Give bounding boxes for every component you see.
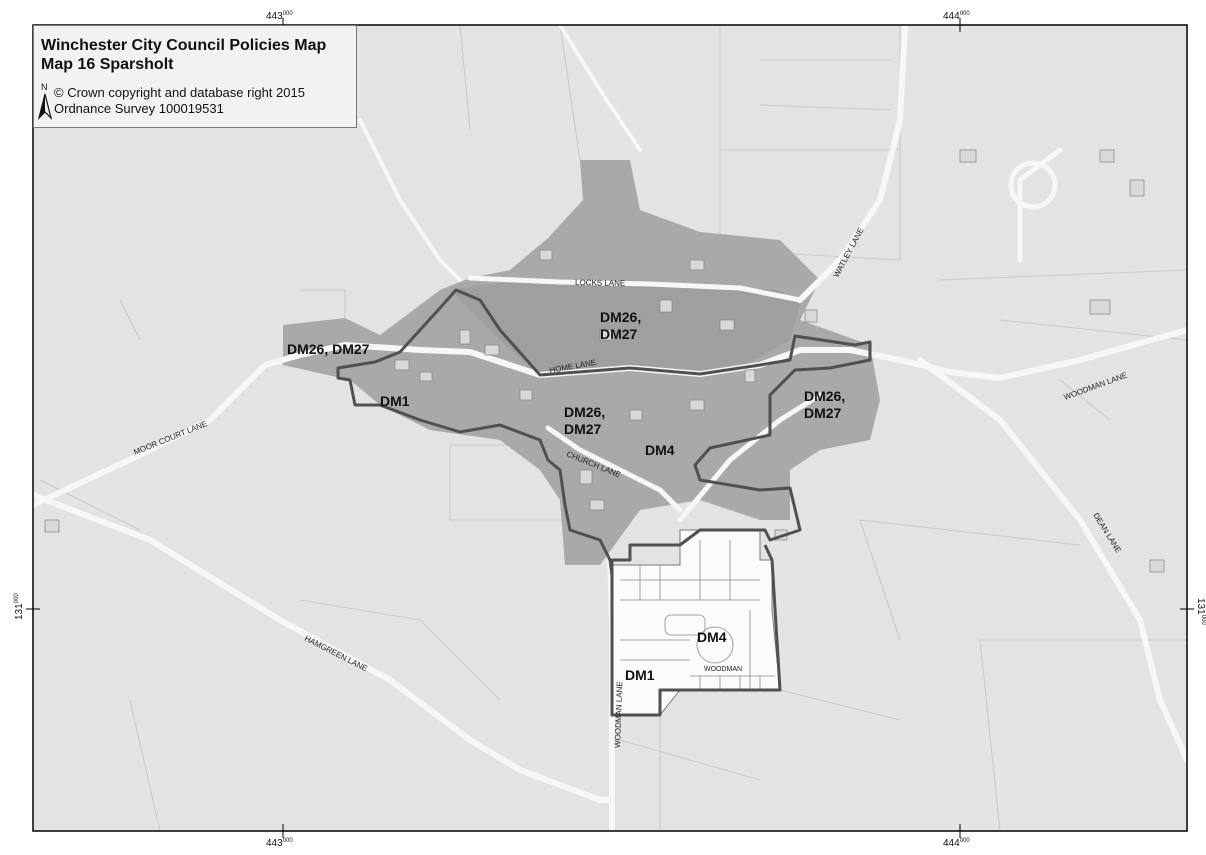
policy-label-dm26-east-line2: DM27 xyxy=(804,405,842,421)
road-label-woodman-close: WOODMAN xyxy=(704,666,742,673)
policy-label-dm26-dm27-west: DM26, DM27 xyxy=(287,341,370,357)
roads xyxy=(33,25,1187,831)
copyright-line-1: © Crown copyright and database right 201… xyxy=(54,85,305,100)
map-title: Winchester City Council Policies Map xyxy=(41,37,327,54)
grid-label-top-right: 444000 xyxy=(943,11,970,22)
policy-label-dm26-north-line2: DM27 xyxy=(600,326,638,342)
grid-label-top-left: 443000 xyxy=(266,11,293,22)
policy-label-dm1-west: DM1 xyxy=(380,393,410,409)
policy-label-dm1-south: DM1 xyxy=(625,667,655,683)
grid-label-left: 131000 xyxy=(14,593,25,620)
grid-ticks xyxy=(26,18,1194,838)
new-development-plots xyxy=(620,540,775,690)
settlement-area-north xyxy=(450,280,800,376)
policy-labels: DM26, DM27 DM26, DM27 DM26, DM27 DM26, D… xyxy=(287,309,845,683)
policy-label-dm26-center-line1: DM26, xyxy=(564,404,605,420)
policy-label-dm26-north-line1: DM26, xyxy=(600,309,641,325)
road-label-woodman-lane-south: WOODMAN LANE xyxy=(613,681,624,748)
settlement-boundaries xyxy=(336,288,872,717)
boundary-south xyxy=(610,544,782,717)
buildings xyxy=(44,149,1165,573)
grid-label-right: 131000 xyxy=(1195,598,1206,625)
policy-label-dm26-east-line1: DM26, xyxy=(804,388,845,404)
boundary-north xyxy=(336,288,872,577)
map-subtitle: Map 16 Sparsholt xyxy=(41,56,174,73)
policy-label-dm4-south: DM4 xyxy=(697,629,727,645)
policy-label-dm26-center-line2: DM27 xyxy=(564,421,602,437)
copyright-line-2: Ordnance Survey 100019531 xyxy=(54,101,224,116)
grid-label-bottom-left: 443000 xyxy=(266,838,293,849)
road-label-locks-lane: LOCKS LANE xyxy=(575,278,625,288)
map-frame xyxy=(32,24,1188,832)
policy-label-dm4-center: DM4 xyxy=(645,442,675,458)
grid-label-bottom-right: 444000 xyxy=(943,838,970,849)
north-arrow-icon: N xyxy=(38,82,52,120)
map-legend: Winchester City Council Policies Map Map… xyxy=(33,25,357,128)
svg-text:N: N xyxy=(41,82,48,92)
